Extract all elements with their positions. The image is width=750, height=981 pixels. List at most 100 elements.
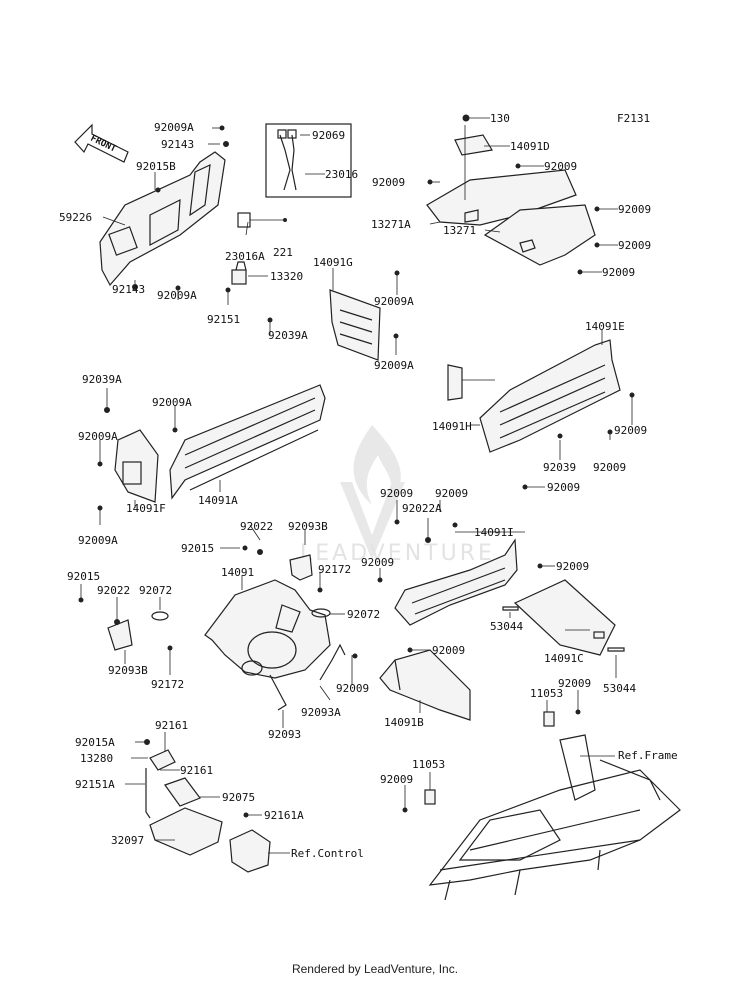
callout: 92009A	[157, 289, 197, 302]
callout: 92093B	[288, 520, 328, 533]
control-box	[229, 829, 271, 873]
callout: 92161	[180, 764, 213, 777]
callout: 92009A	[78, 534, 118, 547]
guard-14091	[204, 579, 331, 679]
wire-harness-23016	[265, 123, 352, 198]
callout: 92161A	[264, 809, 304, 822]
frame-sketch	[424, 711, 681, 901]
connector-23016A	[237, 212, 251, 228]
callout: 92151	[207, 313, 240, 326]
footer-credit: Rendered by LeadVenture, Inc.	[291, 962, 459, 976]
guard-14091A	[169, 384, 326, 500]
callout: 92039A	[82, 373, 122, 386]
callout: 92072	[139, 584, 172, 597]
strip-53044-a	[502, 606, 519, 611]
callout: 14091C	[544, 652, 584, 665]
callout: 92009A	[374, 295, 414, 308]
callout: 92009	[556, 560, 589, 573]
callout: 92009A	[152, 396, 192, 409]
callout: 92143	[112, 283, 145, 296]
callout: 92009	[432, 644, 465, 657]
bracket-92093B-a	[289, 554, 313, 581]
callout: 92009	[558, 677, 591, 690]
callout: 92039A	[268, 329, 308, 342]
callout: 92009	[372, 176, 405, 189]
callout: 11053	[530, 687, 563, 700]
battery-case-32097	[149, 807, 223, 856]
callout: 92072	[347, 608, 380, 621]
callout: 92172	[318, 563, 351, 576]
callout: Ref.Control	[291, 847, 364, 860]
callout: 92022	[240, 520, 273, 533]
callout: 92009	[593, 461, 626, 474]
panel-14091H	[447, 364, 463, 401]
callout: 92009	[544, 160, 577, 173]
guard-14091E	[479, 339, 621, 453]
clip-92072-b	[151, 611, 169, 621]
front-arrow-icon	[74, 123, 129, 163]
callout: 92009	[435, 487, 468, 500]
guard-14091G	[329, 289, 381, 361]
callout: 14091I	[474, 526, 514, 539]
diagram-code: F2131	[617, 112, 650, 125]
watermark-text: LEADVENTURE	[300, 541, 495, 566]
callout-labels: 92009A 92143 92015B 59226 92143 92009A 9…	[59, 112, 678, 860]
callout: 13280	[80, 752, 113, 765]
callout: 92009	[618, 203, 651, 216]
callout: Ref.Frame	[618, 749, 678, 762]
callout: 92172	[151, 678, 184, 691]
callout: 14091D	[510, 140, 550, 153]
callout: 13271A	[371, 218, 411, 231]
callout: 14091H	[432, 420, 472, 433]
rod-92151A	[145, 768, 151, 819]
callout: 92015B	[136, 160, 176, 173]
callout: 221	[273, 246, 293, 259]
strip-53044-b	[607, 647, 625, 652]
bracket-92093B-b	[107, 619, 133, 651]
callout: 92093A	[301, 706, 341, 719]
callout: 92009	[614, 424, 647, 437]
callout: 92093B	[108, 664, 148, 677]
callout: 92143	[161, 138, 194, 151]
callout: 23016	[325, 168, 358, 181]
callout: 92009	[547, 481, 580, 494]
callout: 14091G	[313, 256, 353, 269]
callout: 14091B	[384, 716, 424, 729]
cover-13271A	[426, 169, 577, 226]
callout: 92015A	[75, 736, 115, 749]
callout: 92161	[155, 719, 188, 732]
callout: 59226	[59, 211, 92, 224]
callout: 92009A	[154, 121, 194, 134]
callout: 92015	[181, 542, 214, 555]
callout: 92075	[222, 791, 255, 804]
callout: 92009	[336, 682, 369, 695]
guard-14091B	[379, 649, 471, 721]
callout: 92009A	[374, 359, 414, 372]
stay-92093A	[319, 643, 346, 681]
callout: 92009	[380, 487, 413, 500]
callout: 13271	[443, 224, 476, 237]
callout: 53044	[603, 682, 636, 695]
callout: 92022A	[402, 502, 442, 515]
callout: 32097	[111, 834, 144, 847]
dash-panel-59226	[99, 151, 226, 287]
callout: 92009	[602, 266, 635, 279]
callout: 92009A	[78, 430, 118, 443]
cover-14091D	[454, 134, 493, 156]
callout: 92022	[97, 584, 130, 597]
callout: 53044	[490, 620, 523, 633]
callout: 92151A	[75, 778, 115, 791]
clip-92072-a	[311, 608, 331, 618]
callout: 92093	[268, 728, 301, 741]
callout: 14091	[221, 566, 254, 579]
callout: 92069	[312, 129, 345, 142]
callout: 14091A	[198, 494, 238, 507]
watermark-logo	[340, 425, 405, 560]
stay-92093	[269, 674, 287, 711]
callout: 92009	[361, 556, 394, 569]
pad-92075	[164, 777, 201, 807]
callout: 92015	[67, 570, 100, 583]
callout: 11053	[412, 758, 445, 771]
bracket-13280	[149, 749, 176, 771]
